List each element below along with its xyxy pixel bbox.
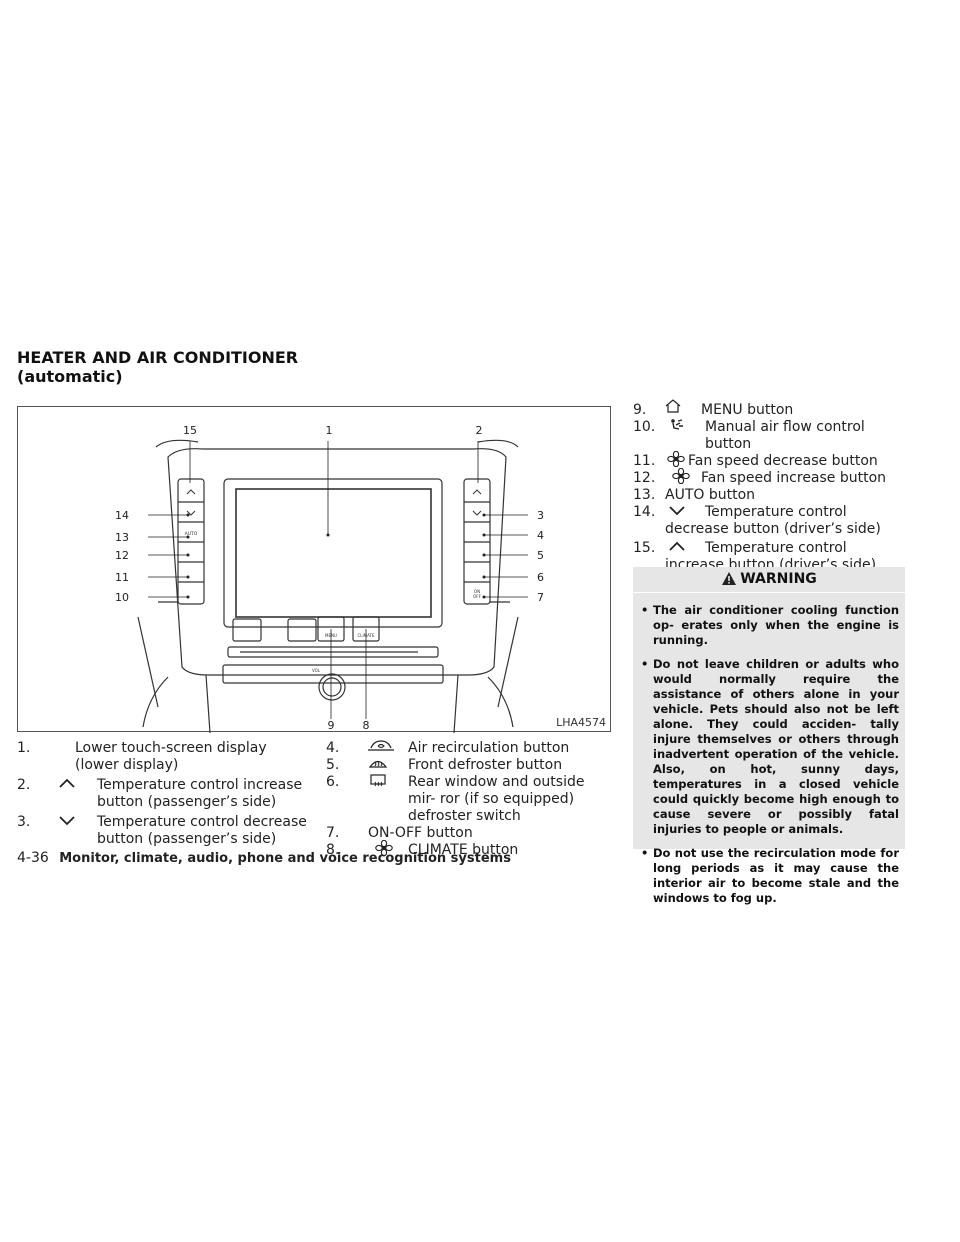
svg-text:VOL: VOL — [312, 668, 321, 673]
legend-text: Lower touch-screen display (lower displa… — [75, 740, 267, 773]
front-defroster-icon — [368, 755, 388, 771]
callout-8: 8 — [363, 719, 370, 732]
legend-item-2: 2. Temperature control increase button (… — [17, 777, 309, 811]
legend-item-1: 1. Lower touch-screen display (lower dis… — [17, 740, 309, 774]
callout-6: 6 — [537, 571, 544, 584]
legend-text: Temperature control decrease button (pas… — [97, 814, 307, 847]
legend-item-13: 13. AUTO button — [633, 487, 908, 504]
chapter-title: Monitor, climate, audio, phone and voice… — [59, 851, 511, 866]
legend-list-col2: 4. Air recirculation button 5. Front def… — [326, 740, 606, 859]
warning-bullet-2: Do not leave children or adults who woul… — [641, 657, 899, 837]
warning-bullet-3: Do not use the recirculation mode for lo… — [641, 846, 899, 906]
legend-item-10: 10. Manual air flow control button — [633, 419, 908, 453]
section-title-main: HEATER AND AIR CONDITIONER — [17, 348, 299, 367]
legend-item-8: 8. CLIMATE button — [326, 840, 606, 859]
page-footer: 4-36 Monitor, climate, audio, phone and … — [17, 850, 511, 866]
chevron-up-icon — [57, 775, 77, 791]
legend-item-3: 3. Temperature control decrease button (… — [17, 814, 309, 848]
page-number: 4-36 — [17, 850, 49, 866]
warning-triangle-icon — [722, 572, 737, 585]
warning-bullet-1: The air conditioner cooling function op-… — [641, 603, 899, 648]
callout-11: 11 — [115, 571, 129, 584]
callout-3: 3 — [537, 509, 544, 522]
legend-text: Fan speed decrease button — [688, 453, 878, 469]
legend-text: Front defroster button — [408, 757, 563, 773]
callout-12: 12 — [115, 549, 129, 562]
home-icon — [663, 398, 683, 414]
callout-5: 5 — [537, 549, 544, 562]
legend-item-5: 5. Front defroster button — [326, 757, 606, 774]
climate-control-figure: AUTO MENU CLIMATE ON OFF VOL — [17, 406, 611, 733]
legend-list-col1: 1. Lower touch-screen display (lower dis… — [17, 740, 309, 848]
legend-item-6: 6. Rear window and outside mir- ror (if … — [326, 774, 606, 825]
legend-text: CLIMATE button — [408, 842, 519, 858]
legend-item-7: 7. ON-OFF button — [326, 825, 606, 842]
legend-text: Manual air flow control button — [705, 419, 865, 452]
callout-14: 14 — [115, 509, 129, 522]
callout-15: 15 — [183, 424, 197, 437]
fan-icon — [671, 468, 691, 484]
callout-2: 2 — [476, 424, 483, 437]
callout-1: 1 — [326, 424, 333, 437]
legend-text: AUTO button — [665, 487, 756, 503]
fan-icon — [666, 451, 686, 467]
air-recirculation-icon — [366, 738, 396, 754]
svg-text:ON: ON — [474, 589, 480, 594]
legend-item-11: 11. Fan speed decrease button — [633, 451, 908, 470]
legend-item-14: 14. Temperature control decrease button … — [633, 504, 908, 538]
warning-list: The air conditioner cooling function op-… — [633, 593, 905, 906]
rear-defroster-icon — [368, 772, 388, 788]
legend-text: Temperature control increase button (pas… — [97, 777, 303, 810]
dashboard-illustration: AUTO MENU CLIMATE ON OFF VOL — [115, 424, 544, 733]
section-title-sub: (automatic) — [17, 367, 123, 386]
callout-7: 7 — [537, 591, 544, 604]
warning-divider — [633, 592, 905, 593]
chevron-down-icon — [667, 502, 687, 518]
callout-13: 13 — [115, 531, 129, 544]
callout-10: 10 — [115, 591, 129, 604]
svg-text:OFF: OFF — [473, 594, 481, 599]
chevron-down-icon — [57, 812, 77, 828]
legend-list-col3: 9. MENU button 10. Manual air flow contr… — [633, 399, 908, 574]
legend-text: Fan speed increase button — [701, 470, 887, 486]
chevron-up-icon — [667, 538, 687, 554]
figure-id-label: LHA4574 — [556, 716, 606, 729]
legend-item-4: 4. Air recirculation button — [326, 740, 606, 757]
section-title: HEATER AND AIR CONDITIONER (automatic) — [17, 348, 298, 386]
callout-4: 4 — [537, 529, 544, 542]
fan-icon — [374, 840, 394, 856]
legend-item-9: 9. MENU button — [633, 399, 908, 419]
callout-9: 9 — [328, 719, 335, 732]
legend-text: Temperature control decrease button (dri… — [665, 504, 881, 537]
warning-heading: WARNING — [633, 567, 905, 589]
legend-text: ON-OFF button — [368, 825, 473, 841]
svg-text:AUTO: AUTO — [185, 531, 198, 537]
manual-air-flow-icon — [667, 417, 687, 433]
legend-item-12: 12. Fan speed increase button — [633, 468, 908, 487]
warning-box: WARNING The air conditioner cooling func… — [633, 567, 905, 905]
legend-text: MENU button — [701, 402, 794, 418]
legend-text: Rear window and outside mir- ror (if so … — [408, 774, 585, 824]
legend-text: Air recirculation button — [408, 740, 570, 756]
